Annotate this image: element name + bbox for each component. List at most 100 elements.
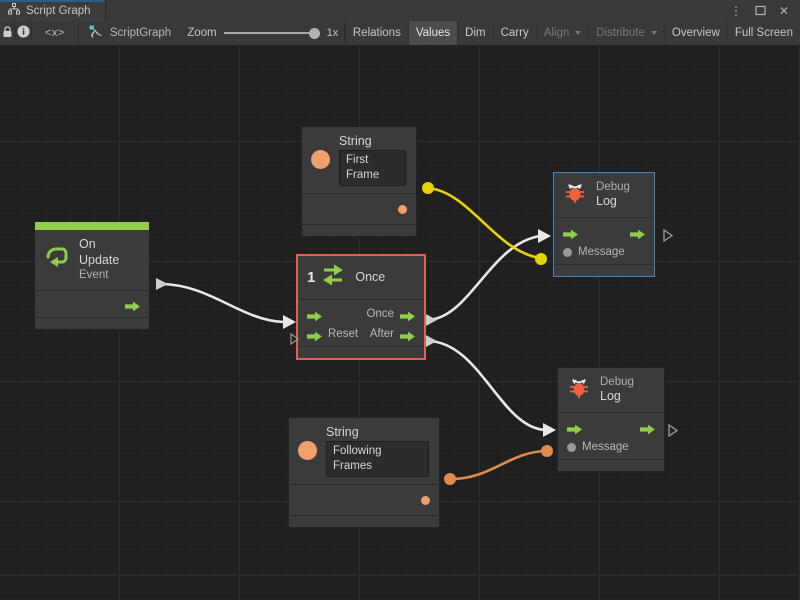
port-out-once[interactable]: Once: [366, 308, 415, 321]
node-ports: Message: [554, 217, 654, 264]
flow-in-arrow-icon[interactable]: [567, 422, 582, 434]
toolbar-button-overview[interactable]: Overview: [663, 21, 727, 45]
toolbar-button-values-label: Values: [415, 27, 451, 39]
toolbar-button-values[interactable]: Values: [407, 21, 458, 45]
toolbar-button-align[interactable]: Align: [535, 21, 589, 45]
edge-after-to-debug-bottom: [424, 334, 556, 437]
string-value-input[interactable]: First Frame: [339, 149, 406, 186]
window-menu-icon[interactable]: ⋮: [730, 3, 742, 18]
node-header: Debug Log: [558, 368, 664, 412]
info-icon: [17, 25, 30, 41]
port-label-once: Once: [366, 308, 395, 320]
toolbar-button-relations-label: Relations: [352, 27, 401, 39]
string-circle-icon: [298, 441, 317, 461]
flow-out-arrow-icon[interactable]: [630, 227, 645, 239]
node-footer: [558, 459, 664, 471]
bug-icon: [563, 181, 587, 210]
node-ports: [289, 483, 439, 515]
port-row-out-value[interactable]: [289, 489, 439, 513]
toolbar-button-distribute[interactable]: Distribute: [588, 21, 664, 45]
toolbar-button-overview-label: Overview: [671, 27, 720, 39]
node-header: String Following Frames: [289, 418, 439, 484]
node-footer: [289, 514, 439, 527]
node-title: On Update: [79, 237, 120, 267]
info-button[interactable]: [16, 21, 32, 45]
port-row-flow[interactable]: [554, 222, 654, 242]
flow-out-arrow-icon[interactable]: [400, 309, 415, 321]
node-on-update[interactable]: On Update Event: [34, 221, 150, 330]
node-string-first-frame[interactable]: String First Frame: [301, 126, 417, 237]
node-header: Debug Log: [554, 173, 654, 217]
node-string-following-frames[interactable]: String Following Frames: [288, 417, 440, 528]
reset-external-connector-icon[interactable]: [282, 333, 299, 345]
port-in-message[interactable]: Message: [563, 246, 625, 258]
debug-bottom-external-connector-icon[interactable]: [668, 423, 679, 442]
zoom-slider[interactable]: [223, 26, 320, 40]
port-row-out-value[interactable]: [302, 198, 416, 222]
toolbar-button-dim-label: Dim: [465, 27, 486, 39]
toolbar-button-dim[interactable]: Dim: [457, 21, 492, 45]
zoom-value: 1x: [326, 27, 339, 39]
flow-out-arrow-icon[interactable]: [125, 299, 140, 312]
value-out-dot-icon[interactable]: [398, 205, 407, 214]
port-row-message[interactable]: Message: [558, 437, 664, 457]
node-header: 1 Once: [298, 256, 424, 299]
toolbar-button-carry-label: Carry: [500, 27, 529, 39]
node-header-text: On Update Event: [79, 237, 139, 283]
port-row-reset-after[interactable]: Reset After: [298, 324, 424, 344]
zoom-slider-track: [223, 32, 320, 34]
flow-out-arrow-icon[interactable]: [640, 422, 655, 434]
code-view-button[interactable]: <x>: [32, 21, 79, 45]
lock-button[interactable]: [0, 21, 16, 45]
node-header-text: String Following Frames: [326, 425, 429, 477]
script-graph-icon: [89, 25, 103, 42]
port-row-out-flow[interactable]: [35, 295, 149, 315]
flow-in-arrow-icon[interactable]: [307, 329, 322, 341]
node-ports: [302, 192, 416, 224]
node-once[interactable]: 1 Once Once: [296, 254, 426, 360]
node-debug-log-top[interactable]: Debug Log Message: [553, 172, 655, 277]
value-in-dot-icon[interactable]: [567, 442, 576, 452]
toolbar-button-relations[interactable]: Relations: [344, 21, 408, 45]
zoom-slider-knob[interactable]: [308, 27, 320, 39]
node-title: String: [339, 134, 372, 148]
flow-in-arrow-icon[interactable]: [563, 227, 578, 239]
flow-out-arrow-icon[interactable]: [400, 329, 415, 341]
event-loop-icon: [44, 245, 70, 274]
close-icon[interactable]: ✕: [778, 3, 790, 18]
node-accent-bar: [35, 222, 149, 230]
value-in-dot-icon[interactable]: [563, 247, 572, 257]
node-footer: [35, 316, 149, 329]
tab-script-graph[interactable]: Script Graph: [0, 0, 106, 21]
graph-name-label: ScriptGraph: [109, 27, 172, 39]
string-value-input[interactable]: Following Frames: [326, 440, 429, 477]
node-ports: [35, 289, 149, 317]
once-count-label: 1: [307, 269, 316, 286]
window-tab-bar: Script Graph ⋮ ✕: [0, 0, 800, 21]
port-row-flow[interactable]: [558, 417, 664, 437]
toolbar-button-full-screen[interactable]: Full Screen: [726, 21, 800, 45]
lock-icon: [2, 25, 13, 41]
node-debug-log-bottom[interactable]: Debug Log Message: [557, 367, 665, 472]
flow-in-arrow-icon[interactable]: [307, 309, 322, 321]
port-in-reset[interactable]: Reset: [307, 328, 358, 341]
port-out-after[interactable]: After: [370, 328, 415, 341]
graph-canvas[interactable]: On Update Event String First Frame: [0, 46, 800, 600]
toolbar-button-carry[interactable]: Carry: [492, 21, 536, 45]
port-row-once[interactable]: Once: [298, 304, 424, 324]
chevron-down-icon: [650, 31, 657, 35]
maximize-icon[interactable]: [753, 4, 767, 18]
node-title: String: [326, 425, 359, 439]
toolbar-divider: [344, 24, 345, 42]
port-row-message[interactable]: Message: [554, 242, 654, 262]
zoom-label: Zoom: [187, 27, 217, 39]
edge-once-to-debug-top: [424, 229, 551, 327]
toolbar-button-full-screen-label: Full Screen: [734, 27, 793, 39]
window-controls: ⋮ ✕: [729, 0, 800, 21]
value-out-dot-icon[interactable]: [421, 496, 430, 505]
graph-name-field[interactable]: ScriptGraph: [79, 21, 183, 45]
node-footer: [554, 264, 654, 276]
debug-top-external-connector-icon[interactable]: [663, 228, 674, 247]
port-in-message[interactable]: Message: [567, 441, 629, 453]
